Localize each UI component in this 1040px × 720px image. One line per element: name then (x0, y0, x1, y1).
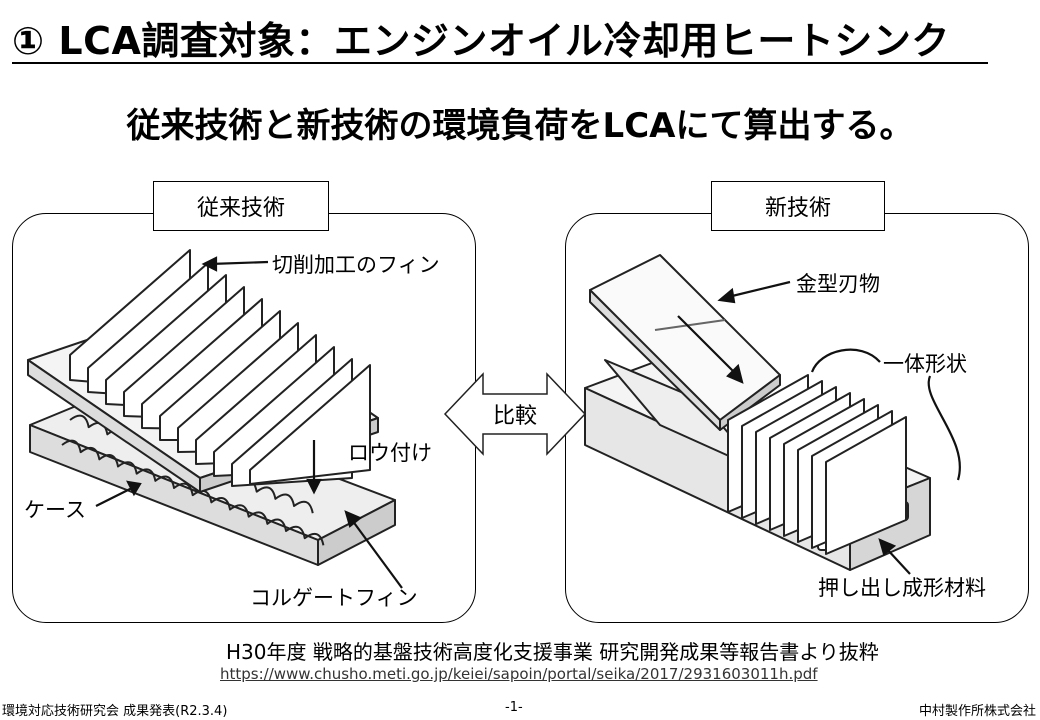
page-title: ① LCA調査対象：エンジンオイル冷却用ヒートシンク (12, 19, 950, 63)
callout-cut-fin: 切削加工のフィン (272, 253, 440, 277)
conventional-label: 従来技術 (153, 181, 329, 231)
page-number: -1- (505, 700, 523, 715)
callout-brazing: ロウ付け (348, 441, 432, 465)
callout-case: ケース (24, 498, 86, 522)
callout-extrusion: 押し出し成形材料 (818, 576, 986, 600)
callout-die-blade: 金型刃物 (796, 272, 880, 296)
compare-arrow-icon (443, 372, 587, 456)
new-tech-label: 新技術 (711, 181, 885, 231)
footer-company: 中村製作所株式会社 (918, 704, 1036, 719)
callout-corrugate-fin: コルゲートフィン (250, 586, 418, 610)
title-underline (12, 62, 988, 64)
footer-event: 環境対応技術研究会 成果発表(R2.3.4) (2, 704, 228, 719)
compare-label: 比較 (492, 404, 537, 429)
source-citation: H30年度 戦略的基盤技術高度化支援事業 研究開発成果等報告書より抜粋 (226, 640, 879, 664)
callout-integral-shape: 一体形状 (883, 352, 967, 376)
page-subtitle: 従来技術と新技術の環境負荷をLCAにて算出する。 (126, 106, 914, 146)
source-url-link[interactable]: https://www.chusho.meti.go.jp/keiei/sapo… (220, 665, 818, 683)
